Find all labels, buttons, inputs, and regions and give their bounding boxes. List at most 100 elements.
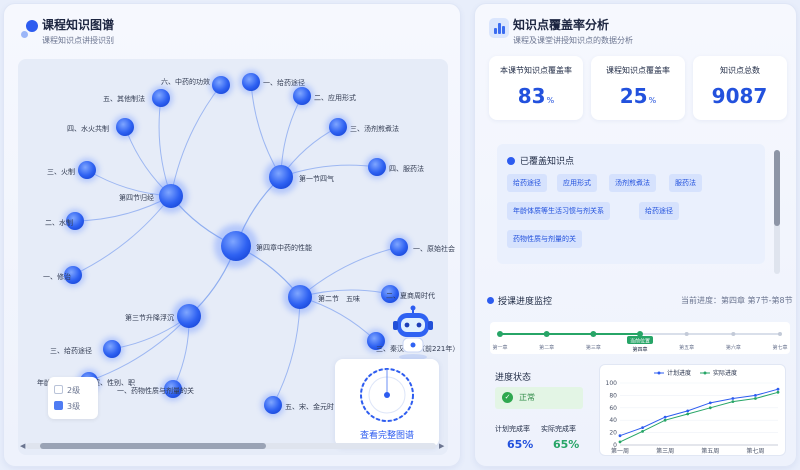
graph-node-leaf[interactable] xyxy=(364,329,388,353)
current-badge: 当前位置 xyxy=(630,338,650,345)
status-title: 进度状态 xyxy=(495,373,532,383)
data-point xyxy=(731,397,735,400)
data-point xyxy=(776,390,780,394)
graph-node-leaf[interactable] xyxy=(326,115,350,139)
knowledge-tag[interactable]: 药物性质与剂量的关 xyxy=(507,230,582,248)
timeline-chapter[interactable]: 第三章 xyxy=(586,331,601,351)
node-label: 第一节四气 xyxy=(299,174,334,183)
series-line xyxy=(619,391,779,443)
level-filter: 2级 3级 xyxy=(48,377,98,419)
data-point xyxy=(663,415,667,419)
graph-node-leaf[interactable] xyxy=(113,115,137,139)
timeline-chapter[interactable]: 第五章 xyxy=(679,332,694,351)
y-tick-label: 60 xyxy=(609,405,617,412)
x-tick-label: 第一周 xyxy=(611,447,629,455)
check-dot-icon xyxy=(507,157,515,165)
data-point xyxy=(641,429,644,433)
timeline-chapter[interactable]: 第一章 xyxy=(492,331,508,351)
level-option-3[interactable]: 3级 xyxy=(54,401,80,412)
graph-node-leaf[interactable] xyxy=(290,84,314,108)
knowledge-graph[interactable]: 第四章中药的性能第一节四气第四节归经第三节升降浮沉第二节 五味六、中药的功效一、… xyxy=(18,59,459,455)
graph-node-leaf[interactable] xyxy=(149,86,173,110)
coverage-analysis-panel: 知识点覆盖率分析 课程及课堂讲授知识点的数据分析 本课节知识点覆盖率 83% 课… xyxy=(474,3,797,467)
data-point xyxy=(618,440,622,444)
plan-rate-value: 65% xyxy=(507,438,534,451)
graph-node-leaf[interactable] xyxy=(61,263,85,287)
section-dot-icon xyxy=(487,297,494,304)
graph-node-leaf[interactable] xyxy=(365,155,389,179)
graph-node-leaf[interactable] xyxy=(75,158,99,182)
node-label: 四、水火共制 xyxy=(67,124,109,133)
graph-node-leaf[interactable] xyxy=(100,337,124,361)
graph-node-hub[interactable] xyxy=(264,160,298,194)
status-badge: ✓ 正常 xyxy=(495,387,583,409)
view-full-graph-button[interactable]: 查看完整图谱 xyxy=(359,431,414,441)
checkbox-checked[interactable] xyxy=(54,401,63,410)
x-tick-label: 第七周 xyxy=(746,447,764,455)
node-label: 第四节归经 xyxy=(119,193,154,202)
panel-subtitle: 课程知识点讲授识别 xyxy=(42,36,114,45)
legend-label: 实际进度 xyxy=(713,369,737,377)
node-label: 三、给药途径 xyxy=(50,346,92,355)
horizontal-scrollbar[interactable] xyxy=(26,443,436,449)
timeline-label: 第三章 xyxy=(586,344,601,351)
level-label: 3级 xyxy=(67,402,81,411)
stat-value: 25% xyxy=(619,84,657,108)
graph-node-leaf[interactable] xyxy=(209,73,233,97)
legend-marker xyxy=(703,371,707,375)
level-option-2[interactable]: 2级 xyxy=(54,385,80,396)
data-point xyxy=(731,400,735,403)
actual-rate-value: 65% xyxy=(553,438,580,451)
graph-node-leaf[interactable] xyxy=(239,70,263,94)
graph-node-leaf[interactable] xyxy=(387,235,411,259)
graph-node-hub[interactable] xyxy=(283,280,317,314)
node-label: 一、给药途径 xyxy=(263,78,305,87)
graph-node-leaf[interactable] xyxy=(161,377,185,401)
node-label: 四、服药法 xyxy=(389,164,424,173)
graph-node-leaf[interactable] xyxy=(378,282,402,306)
graph-node-hub[interactable] xyxy=(172,299,206,333)
node-label: 六、中药的功效 xyxy=(161,77,210,86)
graph-node-leaf[interactable] xyxy=(261,393,285,417)
knowledge-tag[interactable]: 汤剂煎煮法 xyxy=(609,174,656,192)
node-label: 三、汤剂煎煮法 xyxy=(350,124,399,133)
scroll-right-icon[interactable]: ▶ xyxy=(439,442,445,450)
node-label: 一、原始社会 xyxy=(413,244,455,253)
chapter-timeline[interactable]: 第一章 第二章第三章 当前位置第四章第五章 第六章 第七章 xyxy=(490,322,790,354)
graph-node-hub[interactable] xyxy=(154,179,188,213)
legend-label: 计划进度 xyxy=(667,369,691,377)
covered-title: 已覆盖知识点 xyxy=(507,154,574,167)
knowledge-tag[interactable]: 给药途径 xyxy=(507,174,547,192)
knowledge-graph-canvas[interactable]: 第四章中药的性能第一节四气第四节归经第三节升降浮沉第二节 五味六、中药的功效一、… xyxy=(18,59,459,455)
scrollbar-thumb[interactable] xyxy=(40,443,266,449)
timeline-chapter[interactable]: 第二章 xyxy=(539,331,554,351)
node-label: 二、水制 xyxy=(45,218,73,227)
knowledge-tag[interactable]: 给药途径 xyxy=(639,202,679,220)
y-tick-label: 0 xyxy=(613,442,617,449)
scrollbar-thumb[interactable] xyxy=(774,150,780,226)
node-label: 第四章中药的性能 xyxy=(256,243,312,252)
timeline-chapter[interactable]: 第六章 xyxy=(726,332,741,351)
graph-node-center[interactable] xyxy=(214,224,258,268)
timeline-label: 第五章 xyxy=(679,344,694,351)
checkbox[interactable] xyxy=(54,385,63,394)
node-label: 一、修治 xyxy=(43,272,71,281)
timeline-label: 第六章 xyxy=(726,344,741,351)
knowledge-tag[interactable]: 年龄体质等生活习惯与剂关系 xyxy=(507,202,610,220)
data-point xyxy=(776,387,780,391)
knowledge-tag[interactable]: 应用形式 xyxy=(557,174,597,192)
node-label: 五、宋、金元时 xyxy=(285,402,334,411)
graph-node-leaf[interactable] xyxy=(63,209,87,233)
robot-assistant-icon[interactable] xyxy=(391,305,435,361)
view-full-graph-card[interactable]: 查看完整图谱 xyxy=(335,359,439,447)
current-progress: 当前进度：第四章 第7节-第8节 xyxy=(681,296,793,305)
timeline-label: 第七章 xyxy=(772,344,787,351)
knowledge-tag[interactable]: 服药法 xyxy=(669,174,702,192)
stat-card-total-points: 知识点总数 9087 xyxy=(693,56,787,120)
y-tick-label: 40 xyxy=(609,417,617,424)
scroll-left-icon[interactable]: ◀ xyxy=(20,442,26,450)
timeline-chapter[interactable]: 第七章 xyxy=(772,332,788,351)
stat-label: 课程知识点覆盖率 xyxy=(606,66,670,75)
